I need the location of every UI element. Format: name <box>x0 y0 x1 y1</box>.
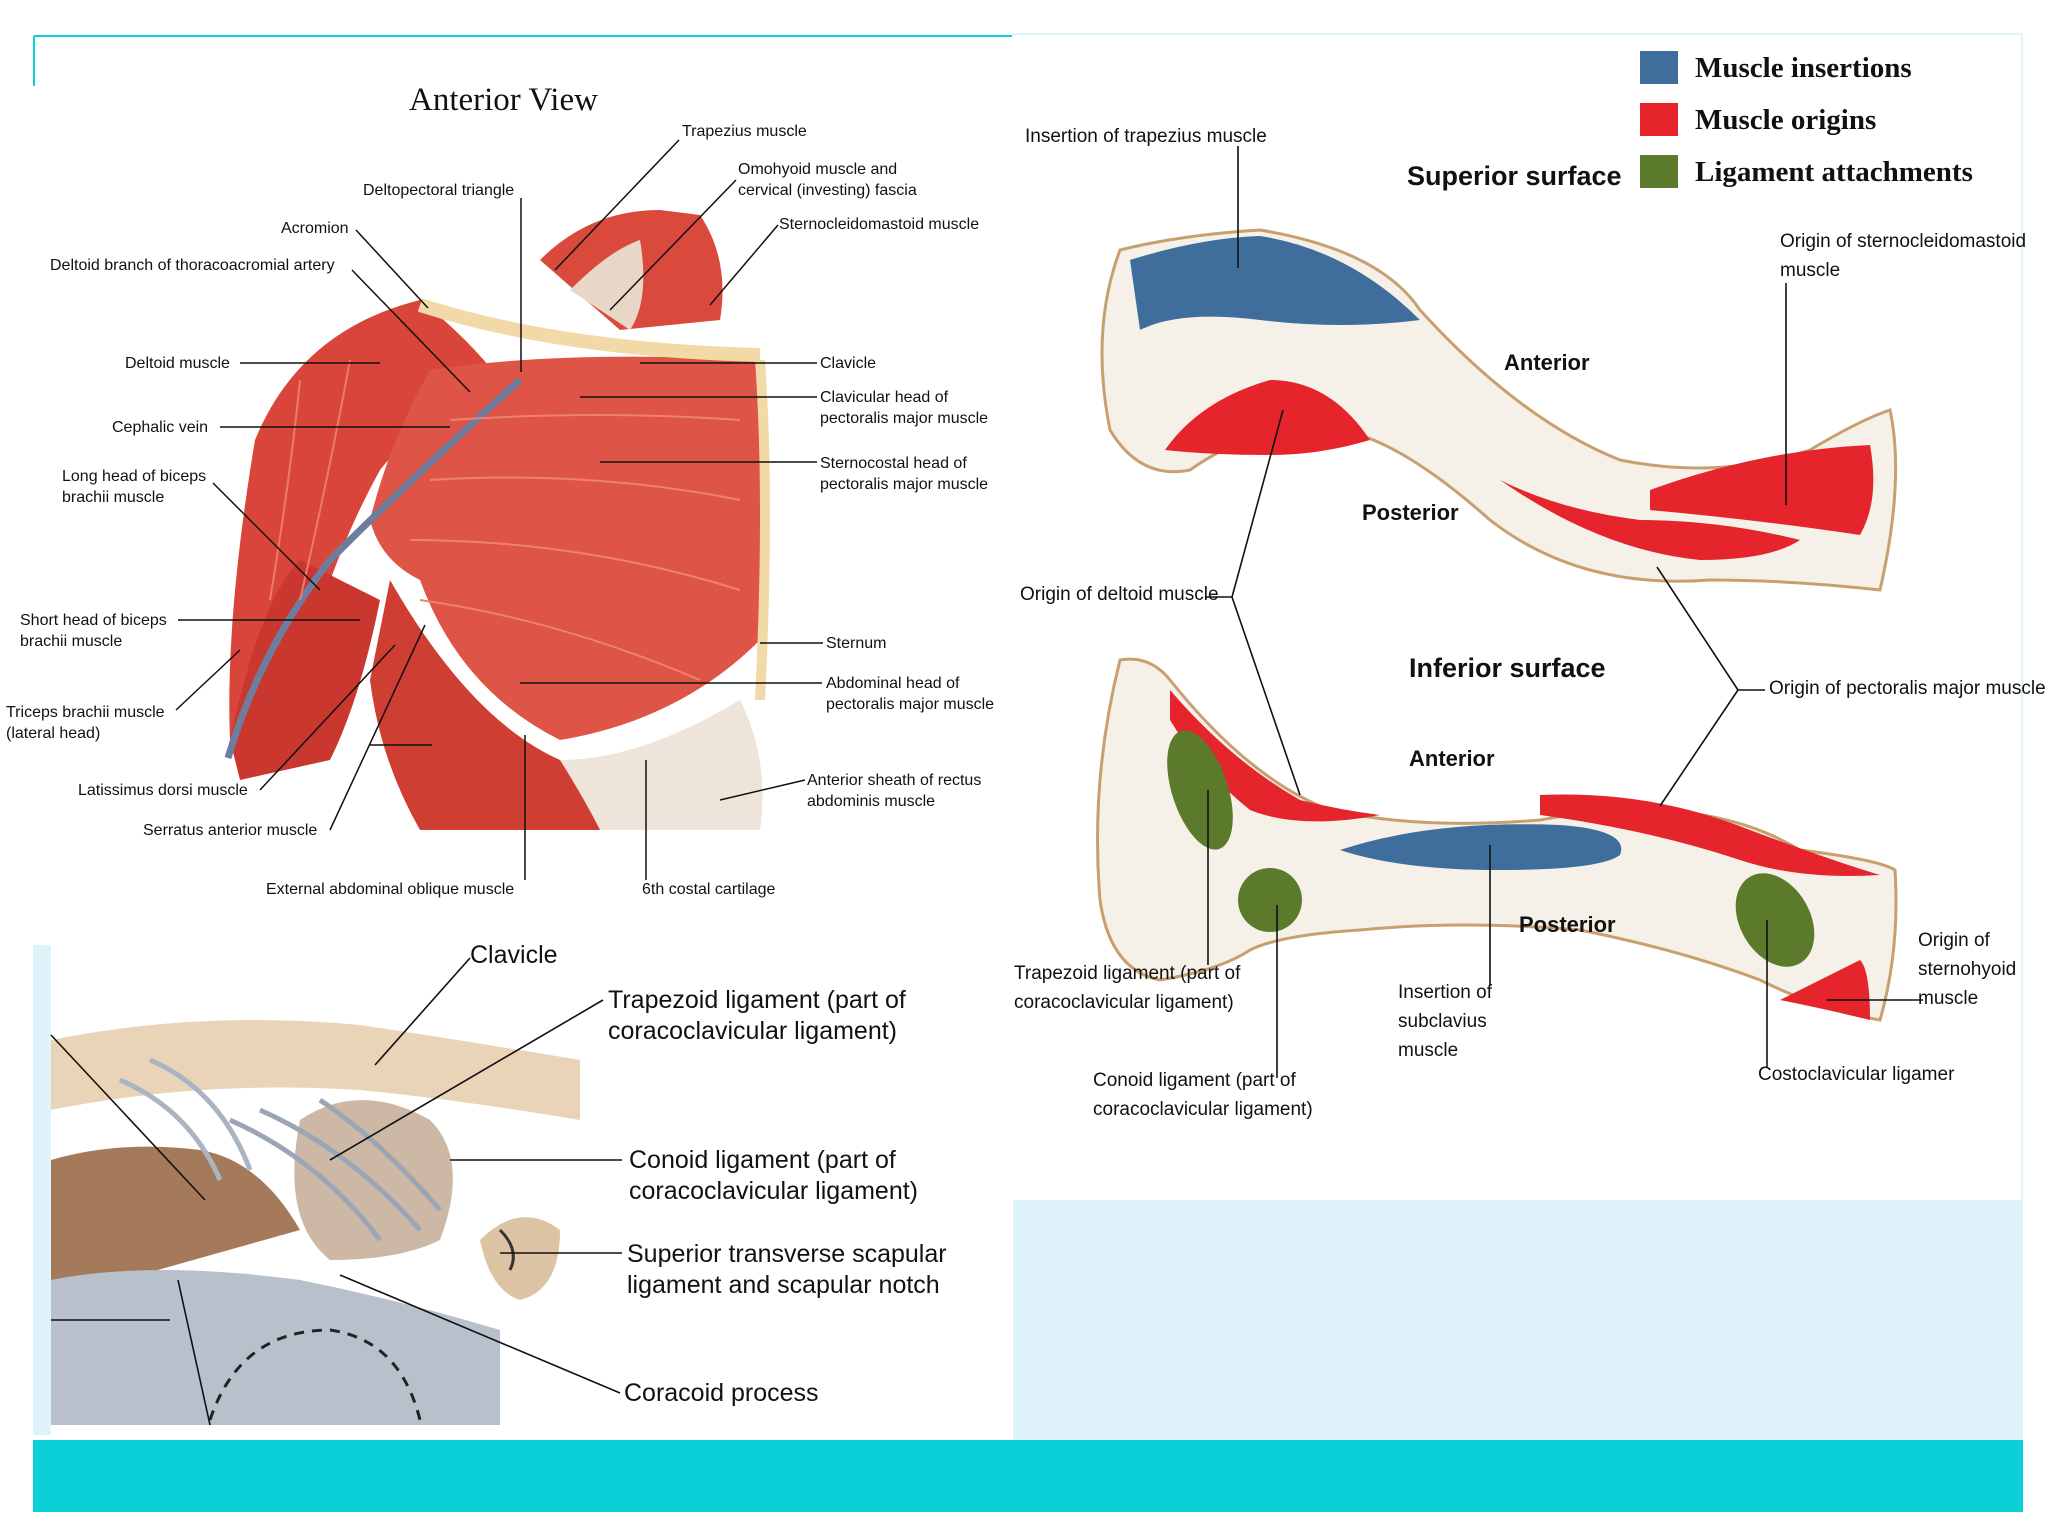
label-trapezoid-lig-2: coracoclavicular ligament) <box>608 1017 898 1045</box>
light-panel-left <box>33 945 51 1435</box>
legend-swatch-insertions <box>1640 51 1678 84</box>
legend-insertions: Muscle insertions <box>1695 52 1912 84</box>
label-cephalic: Cephalic vein <box>112 419 209 436</box>
ligament-leader-lines <box>50 957 622 1426</box>
label-subclavius-3: muscle <box>1398 1040 1459 1061</box>
label-latissimus: Latissimus dorsi muscle <box>78 782 248 799</box>
label-anterior-top: Anterior <box>1504 350 1590 375</box>
label-sterno-head-1: Sternocostal head of <box>820 455 967 472</box>
label-origin-scm-2: muscle <box>1780 260 1841 281</box>
label-origin-deltoid: Origin of deltoid muscle <box>1020 584 1219 605</box>
label-origin-scm-1: Origin of sternocleidomastoid <box>1780 231 2027 252</box>
legend-swatch-ligaments <box>1640 155 1678 188</box>
accent-band <box>33 1440 2023 1512</box>
label-deltoid: Deltoid muscle <box>125 355 230 372</box>
label-clavicle-lig: Clavicle <box>470 941 558 969</box>
label-abd-head-2: pectoralis major muscle <box>826 696 995 713</box>
label-long-head-2: brachii muscle <box>62 489 165 506</box>
label-conoid-lig-2: coracoclavicular ligament) <box>629 1177 919 1205</box>
light-panel-right <box>1013 1200 2021 1440</box>
legend-origins: Muscle origins <box>1695 104 1877 136</box>
label-conoid-1: Conoid ligament (part of <box>1093 1070 1296 1091</box>
label-ant-sheath-2: abdominis muscle <box>807 793 936 810</box>
label-serratus: Serratus anterior muscle <box>143 822 318 839</box>
label-posterior-top: Posterior <box>1362 500 1459 525</box>
label-origin-sternohyoid-1: Origin of <box>1918 930 1990 951</box>
label-omohyoid-2: cervical (investing) fascia <box>738 182 917 199</box>
label-insertion-trapezius: Insertion of trapezius muscle <box>1025 126 1267 147</box>
label-abd-head-1: Abdominal head of <box>826 675 960 692</box>
label-omohyoid-1: Omohyoid muscle and <box>738 161 898 178</box>
label-subclavius-2: subclavius <box>1398 1011 1487 1032</box>
label-posterior-bottom: Posterior <box>1519 912 1616 937</box>
ligament-illustration <box>51 945 981 1425</box>
anterior-view-title: Anterior View <box>409 82 598 118</box>
inferior-surface-title: Inferior surface <box>1409 653 1606 683</box>
label-clav-head-1: Clavicular head of <box>820 389 949 406</box>
label-acromion: Acromion <box>281 220 349 237</box>
label-costoclavicular: Costoclavicular ligamer <box>1758 1064 1955 1085</box>
label-ext-oblique: External abdominal oblique muscle <box>266 881 515 898</box>
label-trapezoid-1: Trapezoid ligament (part of <box>1014 963 1241 984</box>
label-clavicle-ant: Clavicle <box>820 355 877 372</box>
label-deltoid-branch: Deltoid branch of thoracoacromial artery <box>50 257 335 274</box>
label-deltopectoral: Deltopectoral triangle <box>363 182 515 199</box>
label-trapezius: Trapezius muscle <box>682 123 807 140</box>
legend-swatch-origins <box>1640 103 1678 136</box>
clavicle-leader-lines <box>1205 146 1923 1078</box>
label-clav-head-2: pectoralis major muscle <box>820 410 989 427</box>
superior-surface-title: Superior surface <box>1407 161 1622 191</box>
label-sup-transverse-2: ligament and scapular notch <box>627 1271 940 1299</box>
label-long-head-1: Long head of biceps <box>62 468 207 485</box>
label-trapezoid-2: coracoclavicular ligament) <box>1014 992 1234 1013</box>
label-origin-pectoralis: Origin of pectoralis major muscle <box>1769 678 2046 699</box>
label-costal: 6th costal cartilage <box>642 881 776 898</box>
clavicle-superior-illustration <box>1100 228 1898 592</box>
label-sup-transverse-1: Superior transverse scapular <box>627 1240 947 1268</box>
label-sterno-head-2: pectoralis major muscle <box>820 476 989 493</box>
label-origin-sternohyoid-2: sternohyoid <box>1918 959 2017 980</box>
label-trapezoid-lig-1: Trapezoid ligament (part of <box>608 986 906 1014</box>
legend-ligaments: Ligament attachments <box>1695 156 1973 188</box>
label-coracoid: Coracoid process <box>624 1379 819 1407</box>
label-triceps-1: Triceps brachii muscle <box>6 704 165 721</box>
label-conoid-lig-1: Conoid ligament (part of <box>629 1146 896 1174</box>
label-anterior-bottom: Anterior <box>1409 746 1495 771</box>
label-origin-sternohyoid-3: muscle <box>1918 988 1979 1009</box>
clavicle-inferior-illustration <box>1096 657 1898 1022</box>
label-short-head-2: brachii muscle <box>20 633 123 650</box>
label-short-head-1: Short head of biceps <box>20 612 167 629</box>
label-ant-sheath-1: Anterior sheath of rectus <box>807 772 982 789</box>
anterior-leader-lines <box>175 139 823 880</box>
label-conoid-2: coracoclavicular ligament) <box>1093 1099 1313 1120</box>
label-scm: Sternocleidomastoid muscle <box>779 216 980 233</box>
label-subclavius-1: Insertion of <box>1398 982 1492 1003</box>
label-triceps-2: (lateral head) <box>6 725 101 742</box>
label-sternum: Sternum <box>826 635 887 652</box>
